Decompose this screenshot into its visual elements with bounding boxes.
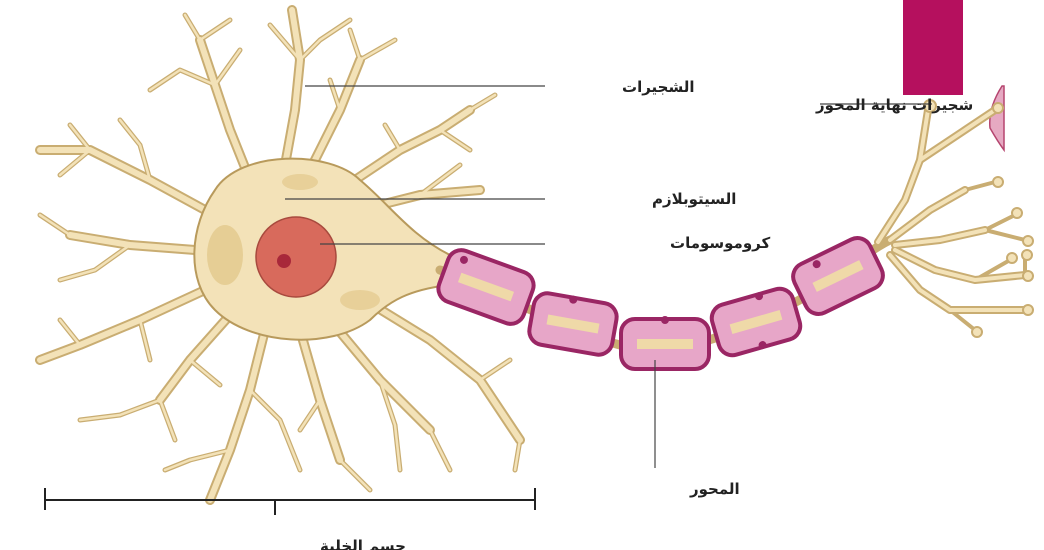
nucleus xyxy=(256,217,336,297)
label-chromosomes: كروموسومات xyxy=(670,234,770,252)
myelin-sheaths xyxy=(434,233,887,369)
axon-terminals xyxy=(878,100,1033,337)
label-cytoplasm: السيتوبلازم xyxy=(652,190,736,208)
label-dendrites: الشجيرات xyxy=(622,78,695,96)
nucleolus xyxy=(277,254,291,268)
label-cell-body: جسم الخلية xyxy=(320,537,406,550)
myelin-segment xyxy=(708,284,804,361)
cytoplasm-patch xyxy=(340,290,380,310)
label-axon: المحور xyxy=(689,480,740,498)
label-axon-terminals: شجيرات نهاية المحور xyxy=(815,96,973,114)
myelin-segment xyxy=(434,246,537,328)
cell-body-bracket xyxy=(45,488,535,515)
cytoplasm-patch xyxy=(282,174,318,190)
cytoplasm-patch xyxy=(207,225,243,285)
myelin-segment xyxy=(621,316,709,369)
myelin-segment xyxy=(527,289,619,357)
accent-block xyxy=(903,0,963,95)
synaptic-target xyxy=(990,86,1004,150)
